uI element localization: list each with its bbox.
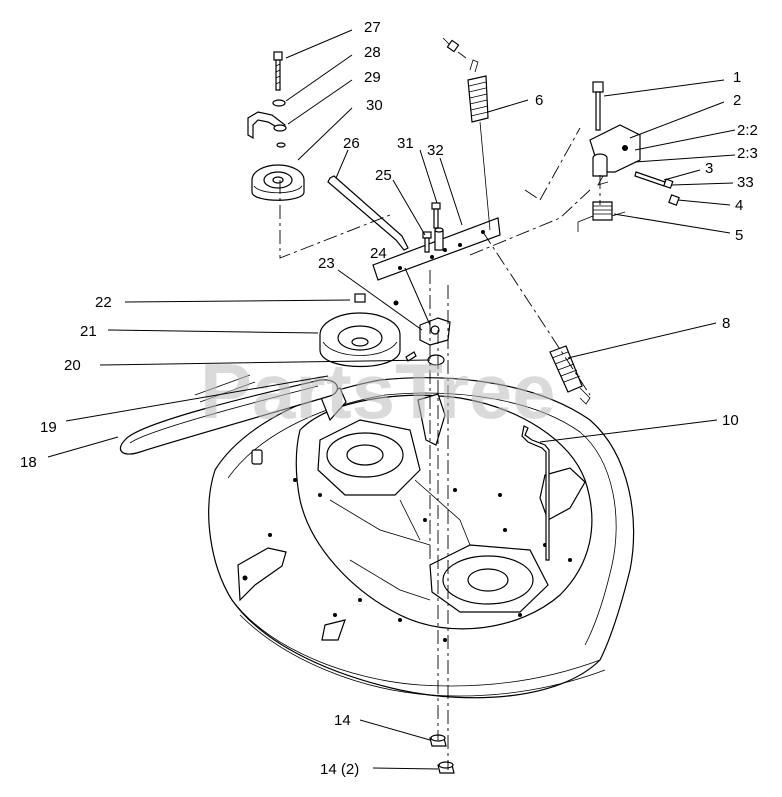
callout-19: 19 xyxy=(40,419,57,436)
idler-bracket-24 xyxy=(393,300,451,346)
callout-28: 28 xyxy=(364,44,381,61)
callout-1: 1 xyxy=(733,69,741,86)
callout-20: 20 xyxy=(64,357,81,374)
watermark: PartsTree xyxy=(200,347,556,435)
callout-25: 25 xyxy=(375,167,392,184)
nut-14 xyxy=(429,734,447,747)
bolt-31 xyxy=(431,202,441,229)
nut-14-pair xyxy=(437,761,455,774)
callout-6: 6 xyxy=(535,92,543,109)
callout-32: 32 xyxy=(427,142,444,159)
callout-10: 10 xyxy=(722,412,739,429)
callout-labels: 27 28 29 30 26 31 32 25 6 1 2 2:2 2:3 3 … xyxy=(20,19,758,778)
callout-2-2: 2:2 xyxy=(737,122,758,139)
callout-31: 31 xyxy=(397,135,414,152)
idler-arm-plate xyxy=(372,217,501,281)
belt-guide-rod xyxy=(194,374,256,403)
callout-26: 26 xyxy=(343,135,360,152)
callout-2: 2 xyxy=(733,92,741,109)
callout-22: 22 xyxy=(95,294,112,311)
extension-spring-6 xyxy=(442,37,491,231)
callout-18: 18 xyxy=(20,454,37,471)
callout-8: 8 xyxy=(722,315,730,332)
centerlines xyxy=(279,127,601,770)
callout-5: 5 xyxy=(735,227,743,244)
idler-pulley-assembly xyxy=(247,51,305,201)
lift-rod-10 xyxy=(521,425,550,561)
extension-spring-8 xyxy=(549,345,591,405)
nut-22 xyxy=(354,293,366,303)
belt xyxy=(119,379,338,455)
callout-27: 27 xyxy=(364,19,381,36)
callout-3: 3 xyxy=(705,160,713,177)
left-spindle xyxy=(317,419,421,496)
callout-30: 30 xyxy=(366,97,383,114)
link-rod xyxy=(327,175,409,251)
right-spindle xyxy=(429,544,549,613)
nut-25 xyxy=(422,231,432,253)
callout-29: 29 xyxy=(364,69,381,86)
drive-pulley-21 xyxy=(319,312,401,368)
callout-21: 21 xyxy=(80,323,97,340)
callout-4: 4 xyxy=(735,197,743,214)
callout-33: 33 xyxy=(737,174,754,191)
mower-deck xyxy=(208,377,635,699)
callout-24: 24 xyxy=(370,245,387,262)
callout-14: 14 xyxy=(334,712,351,729)
lift-arm-assembly xyxy=(577,81,680,232)
callout-2-3: 2:3 xyxy=(737,145,758,162)
callout-23: 23 xyxy=(318,255,335,272)
leader-lines xyxy=(47,29,736,770)
callout-14-2: 14 (2) xyxy=(320,761,359,778)
